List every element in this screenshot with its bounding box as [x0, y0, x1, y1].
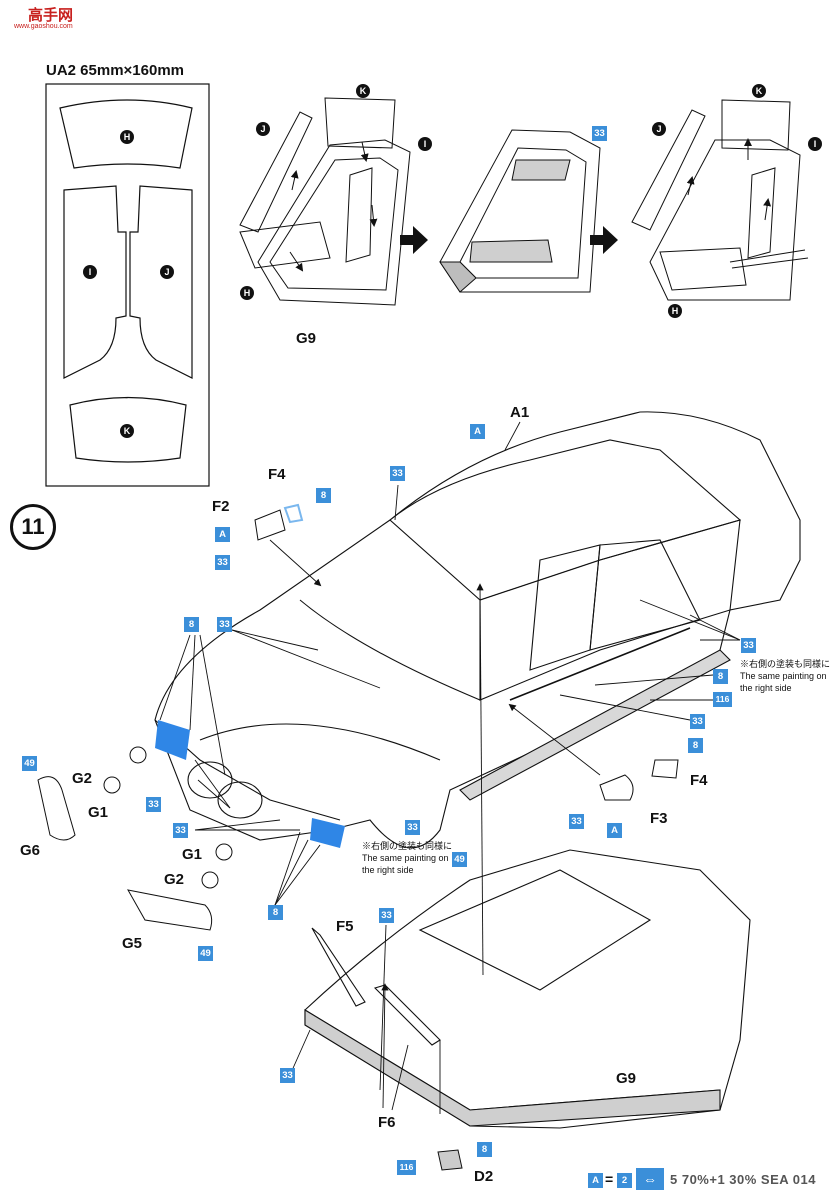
chip-49-g5: 49 — [198, 946, 213, 961]
g1-left-part — [103, 776, 121, 794]
window-unit-g9 — [304, 849, 751, 1129]
label-a1: A1 — [510, 404, 530, 421]
chip-8-bumper: 8 — [268, 905, 283, 920]
label-g5: G5 — [122, 935, 143, 952]
chip-33-grille-left: 33 — [146, 797, 161, 812]
marker-h-1: H — [240, 286, 254, 300]
headlight-left — [155, 720, 190, 760]
chip-33-mirror: 33 — [569, 814, 584, 829]
chip-8-f4: 8 — [316, 488, 331, 503]
label-g1-left: G1 — [88, 804, 109, 821]
label-f6: F6 — [378, 1114, 396, 1131]
chip-8-mirror: 8 — [688, 738, 703, 753]
footer-equals: = — [605, 1171, 614, 1187]
label-f4-top: F4 — [268, 466, 286, 483]
note-line: ※右側の塗装も同様に — [740, 659, 831, 669]
headlight-right — [310, 818, 345, 848]
step-number: 11 — [10, 504, 56, 550]
swap-arrows-icon: ⇔ — [636, 1168, 664, 1190]
label-d2: D2 — [474, 1168, 494, 1185]
marker-j-1: J — [256, 122, 270, 136]
car-body-a1 — [154, 411, 801, 849]
marker-i-1: I — [418, 137, 432, 151]
window-frame-step3 — [631, 99, 809, 301]
chip-33-sill: 33 — [690, 714, 705, 729]
chip-33-hood: 33 — [217, 617, 232, 632]
chip-116-d2: 116 — [397, 1160, 416, 1175]
chip-8-door: 8 — [713, 669, 728, 684]
decal-sheet-frame — [45, 83, 210, 487]
chip-33-wheel: 33 — [405, 820, 420, 835]
f2-mirror — [254, 509, 286, 541]
step-arrow-2 — [590, 226, 618, 254]
label-f2: F2 — [212, 498, 230, 515]
chip-a-f2: A — [215, 527, 230, 542]
note-right-side-top: ※右側の塗装も同様に The same painting on the righ… — [740, 658, 830, 694]
chip-a-roof: A — [470, 424, 485, 439]
f4-top-glass — [283, 503, 304, 524]
g2-mid-part — [201, 871, 219, 889]
label-g1-mid: G1 — [182, 846, 203, 863]
marker-h-3: H — [668, 304, 682, 318]
marker-j-3: J — [652, 122, 666, 136]
f3-mirror — [599, 774, 634, 801]
note-line: The same painting on — [362, 853, 449, 863]
chip-33-door: 33 — [741, 638, 756, 653]
g2-left-part — [129, 746, 147, 764]
chip-a-mirror: A — [607, 823, 622, 838]
step-arrow-1 — [400, 226, 428, 254]
decal-k: K — [120, 424, 134, 438]
decal-sheet-title: UA2 65mm×160mm — [46, 62, 184, 79]
label-f4-right: F4 — [690, 772, 708, 789]
chip-33-grille-mid: 33 — [173, 823, 188, 838]
note-line: The same painting on — [740, 671, 827, 681]
f4-mirror-glass — [651, 759, 679, 779]
label-g2-mid: G2 — [164, 871, 185, 888]
label-g9: G9 — [616, 1070, 637, 1087]
g5-lens — [127, 889, 213, 931]
chip-49-g6: 49 — [22, 756, 37, 771]
label-g9-top: G9 — [296, 330, 317, 347]
window-frame-step1 — [239, 97, 411, 306]
watermark-logo: 高手网 — [28, 7, 74, 24]
g6-lens — [37, 776, 76, 841]
g1-mid-part — [215, 843, 233, 861]
chip-33-f6: 33 — [379, 908, 394, 923]
chip-116-sill: 116 — [713, 692, 732, 707]
chip-33-f2: 33 — [215, 555, 230, 570]
d2-part — [437, 1149, 463, 1171]
note-line: ※右側の塗装も同様に — [362, 841, 453, 851]
note-right-side-bottom: ※右側の塗装も同様に The same painting on the righ… — [362, 840, 452, 876]
window-frame-step2 — [439, 129, 601, 293]
chip-33-g9: 33 — [280, 1068, 295, 1083]
footer-chip-a: A — [588, 1173, 603, 1188]
decal-i: I — [83, 265, 97, 279]
chip-33-frame: 33 — [592, 126, 607, 141]
marker-i-3: I — [808, 137, 822, 151]
footer-chip-2: 2 — [617, 1173, 632, 1188]
note-line: the right side — [740, 683, 792, 693]
watermark-url: www.gaoshou.com — [14, 23, 73, 30]
chip-8-d2: 8 — [477, 1142, 492, 1157]
chip-33-pillar: 33 — [390, 466, 405, 481]
footer-code: 5 70%+1 30% SEA 014 — [670, 1172, 816, 1187]
marker-k-3: K — [752, 84, 766, 98]
marker-k-1: K — [356, 84, 370, 98]
chip-8-front: 8 — [184, 617, 199, 632]
label-g6: G6 — [20, 842, 41, 859]
note-line: the right side — [362, 865, 414, 875]
label-f3: F3 — [650, 810, 668, 827]
decal-h: H — [120, 130, 134, 144]
leader-lines — [159, 421, 741, 1114]
label-f5: F5 — [336, 918, 354, 935]
decal-j: J — [160, 265, 174, 279]
label-g2-left: G2 — [72, 770, 93, 787]
chip-49-sill: 49 — [452, 852, 467, 867]
